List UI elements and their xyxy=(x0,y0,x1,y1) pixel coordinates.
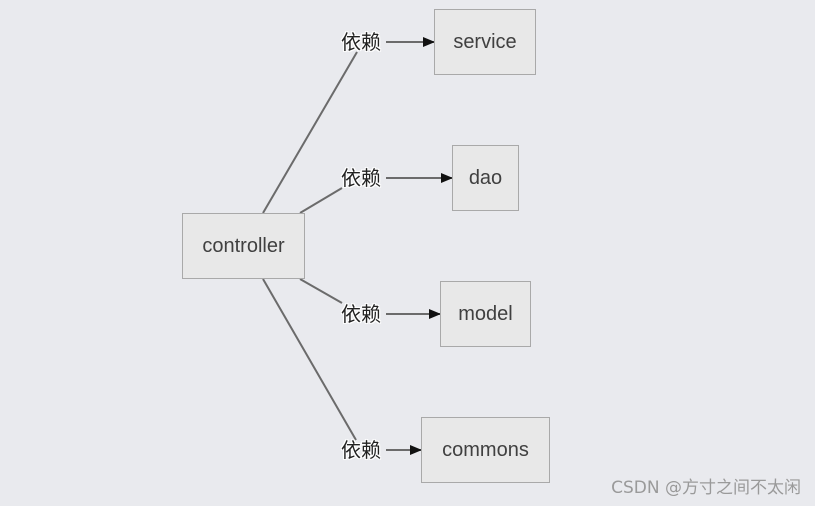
edge-controller-commons xyxy=(262,278,357,441)
edge-label-service: 依赖 xyxy=(341,30,381,54)
node-service: service xyxy=(434,9,536,75)
node-model: model xyxy=(440,281,531,347)
node-commons: commons xyxy=(421,417,550,483)
edge-controller-dao xyxy=(299,187,343,214)
edge-controller-service xyxy=(262,51,358,214)
watermark-text: CSDN @方寸之间不太闲 xyxy=(611,478,801,498)
edge-label-commons: 依赖 xyxy=(341,438,381,462)
node-dao: dao xyxy=(452,145,519,211)
edge-label-model: 依赖 xyxy=(341,302,381,326)
node-controller: controller xyxy=(182,213,305,279)
edge-controller-model xyxy=(299,278,343,304)
edge-label-dao: 依赖 xyxy=(341,166,381,190)
